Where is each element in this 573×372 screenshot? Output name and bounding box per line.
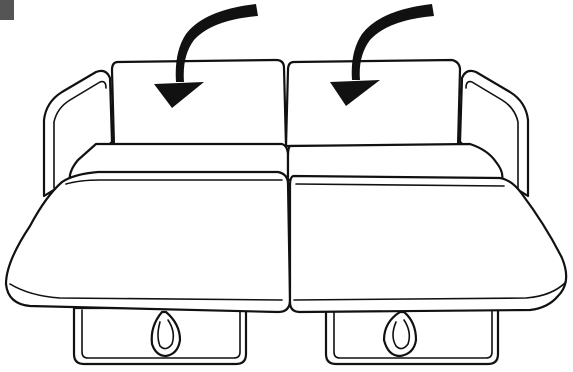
left-curved-arrow-icon [154, 4, 258, 108]
right-base-frame [324, 306, 500, 366]
left-mattress [4, 170, 292, 314]
right-curved-arrow-icon [330, 4, 434, 106]
left-base-frame [72, 306, 248, 366]
corner-mark [0, 0, 14, 20]
right-mattress [288, 174, 568, 314]
right-back-cushion [284, 58, 462, 148]
left-back-cushion [110, 58, 288, 148]
right-seat-cushion [286, 142, 504, 182]
right-armrest [458, 69, 530, 198]
left-armrest [42, 69, 114, 198]
